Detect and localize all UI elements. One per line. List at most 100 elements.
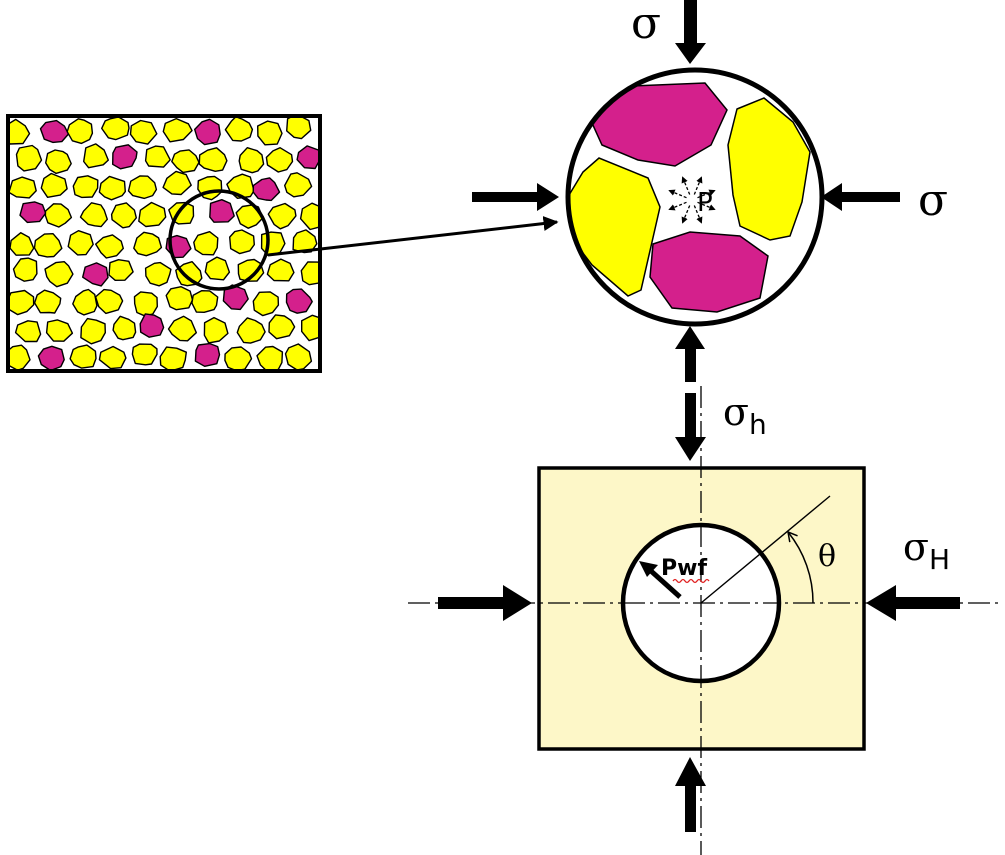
grain-yellow (8, 289, 35, 316)
grain-yellow (228, 229, 256, 255)
sigma-top-label: σ (631, 0, 661, 49)
grain-yellow (133, 231, 163, 257)
grain-yellow (8, 118, 31, 145)
bold-arrow-icon (821, 183, 900, 211)
grain-yellow (112, 315, 137, 341)
grain-yellow (162, 170, 192, 196)
grain-yellow (284, 172, 313, 198)
grain-yellow (14, 320, 42, 343)
bold-arrow-icon (472, 183, 559, 211)
radial-arrows-icon (668, 176, 716, 224)
grain-yellow (94, 234, 125, 259)
grain-yellow (286, 116, 312, 140)
grain-yellow (204, 256, 231, 281)
grain-magenta (139, 313, 165, 338)
grain-yellow (82, 143, 110, 169)
grain-pack-panel (6, 114, 322, 373)
grain-yellow (110, 202, 138, 229)
grain-yellow (138, 201, 167, 228)
bold-arrow-icon (675, 393, 706, 461)
grain-yellow (191, 290, 219, 313)
pwf-spellcheck-underline (672, 578, 710, 584)
grain-yellow (268, 314, 296, 340)
bold-arrow-icon (866, 585, 960, 621)
grain-yellow (12, 257, 38, 282)
grain-magenta (19, 201, 47, 224)
grain-yellow (80, 317, 107, 345)
grain-yellow (165, 286, 194, 311)
sigma-right-label: σ (918, 175, 948, 226)
magnifier-circle (168, 189, 270, 291)
zoom-leader-line (267, 216, 559, 257)
grain-magenta (81, 262, 109, 287)
pore-grain-magenta-top (586, 82, 728, 167)
grain-yellow (33, 232, 63, 258)
grain-yellow (144, 145, 171, 168)
grain-yellow (45, 149, 72, 175)
grain-yellow (266, 258, 295, 282)
grain-yellow (175, 261, 203, 287)
bold-arrow-icon (675, 757, 706, 832)
grain-yellow (171, 149, 200, 174)
grain-yellow (79, 202, 109, 228)
pressure-arrow (668, 201, 687, 211)
grain-yellow (238, 146, 265, 174)
grain-yellow (252, 291, 280, 317)
grain-yellow (292, 229, 318, 254)
grain-yellow (133, 291, 159, 317)
pressure-arrow (681, 205, 691, 224)
grain-yellow (167, 315, 198, 342)
pressure-arrow (668, 189, 687, 199)
grain-yellow (72, 288, 98, 316)
grain-yellow (203, 316, 229, 344)
block-stress-arrows: σh σH (438, 390, 960, 832)
grain-yellow (45, 319, 74, 342)
pwf-arrow-head (639, 561, 658, 577)
grain-pack-frame (6, 114, 322, 373)
grain-yellow (94, 288, 124, 315)
grain-yellow (267, 202, 297, 230)
pressure-arrow (697, 201, 716, 211)
pressure-arrow (693, 176, 703, 195)
grain-magenta (37, 345, 65, 371)
grain-pack-grains (8, 116, 320, 371)
pore-pressure-label: P (697, 188, 713, 218)
pressure-arrow (697, 189, 716, 199)
grain-yellow (15, 144, 43, 172)
grain-magenta (222, 284, 249, 311)
grain-yellow (44, 203, 73, 228)
sigma-H-label: σH (903, 525, 950, 576)
grain-yellow (159, 346, 188, 371)
grain-magenta (193, 118, 221, 146)
grain-yellow (40, 172, 68, 199)
sigma-h-label: σh (723, 390, 767, 441)
grain-magenta (252, 177, 281, 202)
grain-magenta (39, 119, 70, 144)
theta-angle-arc (787, 530, 814, 604)
pore-grain-magenta-bottom (649, 231, 769, 313)
grain-magenta (111, 144, 138, 170)
bold-arrow-icon (675, 326, 705, 382)
pore-view: P (565, 67, 825, 327)
grain-yellow (131, 343, 158, 366)
grain-yellow (301, 314, 320, 342)
grain-yellow (9, 231, 35, 256)
grain-yellow (127, 175, 158, 200)
grain-yellow (236, 317, 266, 344)
theta-label: θ (818, 539, 836, 574)
grain-yellow (193, 230, 219, 256)
grain-yellow (300, 261, 320, 286)
pwf-label: Pwf (661, 556, 707, 581)
grain-yellow (33, 289, 62, 314)
grain-yellow (224, 116, 254, 142)
grain-yellow (66, 118, 94, 145)
grain-yellow (44, 261, 74, 288)
grain-yellow (257, 120, 283, 146)
grain-yellow (98, 175, 127, 201)
pwf-arrow-shaft (649, 569, 682, 599)
theta-radius-line (700, 495, 831, 604)
bold-arrow-icon (438, 585, 532, 621)
grain-yellow (67, 229, 94, 256)
pore-view-grains (568, 82, 811, 313)
